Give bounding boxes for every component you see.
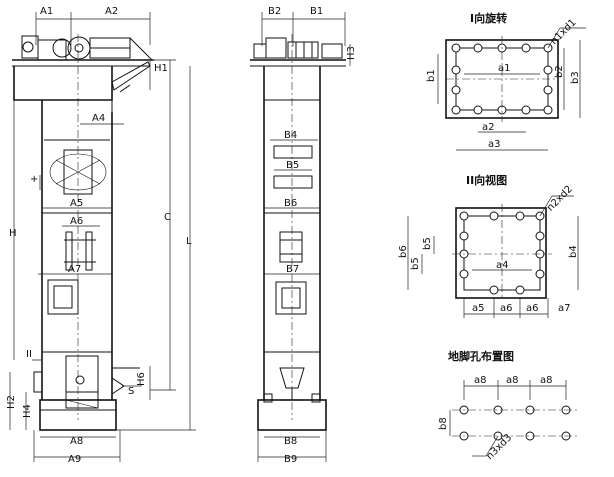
label-b4: B4 <box>284 130 297 141</box>
detail-1-b2: b2 <box>554 65 565 78</box>
svg-text:b5: b5 <box>410 257 421 270</box>
label-h6: H6 <box>136 372 147 386</box>
detail-2-n2xd2: n2xd2 <box>545 184 575 214</box>
detail-1-rotated-view: I向旋转 a1 n1xd1 b1 b2 b3 a2 a3 <box>426 11 586 151</box>
detail-3-b8: b8 <box>438 417 449 430</box>
label-c: C <box>164 212 171 223</box>
detail-3-anchor-hole-layout: 地脚孔布置图 a8 a8 a8 b8 n3xd3 <box>438 349 578 462</box>
label-b5: B5 <box>286 160 299 171</box>
detail-2-view: II向视图 a4 n2xd2 b4 b5 b5 b6 a5 a6 a6 a7 <box>398 173 579 318</box>
detail-1-title: I向旋转 <box>470 11 507 25</box>
svg-text:a8: a8 <box>506 375 519 386</box>
label-b2: B2 <box>268 6 281 17</box>
label-a1: A1 <box>40 6 53 17</box>
svg-text:+: + <box>30 174 38 185</box>
label-a5: A5 <box>70 198 83 209</box>
label-a6: A6 <box>70 216 83 227</box>
front-view: A1 A2 H1 A4 + A5 <box>6 6 196 465</box>
label-b1: B1 <box>310 6 323 17</box>
label-a2: A2 <box>105 6 118 17</box>
detail-2-b4: b4 <box>568 245 579 258</box>
label-a8: A8 <box>70 436 83 447</box>
detail-1-a1: a1 <box>498 63 511 74</box>
detail-1-a2: a2 <box>482 122 495 133</box>
detail-3-a8: a8 <box>474 375 487 386</box>
label-b6: B6 <box>284 198 297 209</box>
label-b7: B7 <box>286 264 299 275</box>
detail-1-b1: b1 <box>426 69 437 82</box>
side-view: B2 B1 H3 B4 B5 B6 B7 <box>250 6 357 465</box>
label-ii: II <box>26 349 32 360</box>
detail-3-title: 地脚孔布置图 <box>448 349 514 363</box>
label-h4: H4 <box>22 404 33 418</box>
svg-text:S: S <box>128 386 134 397</box>
label-a9: A9 <box>68 454 81 465</box>
detail-1-b3: b3 <box>570 71 581 84</box>
label-b8: B8 <box>284 436 297 447</box>
svg-text:a8: a8 <box>540 375 553 386</box>
label-h2: H2 <box>6 395 17 409</box>
label-a7: A7 <box>68 264 81 275</box>
detail-2-b6: b6 <box>398 245 409 258</box>
detail-2-title: II向视图 <box>466 173 507 187</box>
label-b9: B9 <box>284 454 297 465</box>
label-a4: A4 <box>92 113 105 124</box>
label-l: L <box>186 236 192 247</box>
detail-2-a7: a7 <box>558 303 571 314</box>
svg-text:a6: a6 <box>526 303 539 314</box>
label-h1: H1 <box>154 63 168 74</box>
detail-2-a5: a5 <box>472 303 485 314</box>
detail-2-b5: b5 <box>422 237 433 250</box>
detail-2-a6: a6 <box>500 303 513 314</box>
label-h3: H3 <box>346 46 357 60</box>
label-h: H <box>9 228 17 239</box>
detail-1-a3: a3 <box>488 139 501 150</box>
detail-2-a4: a4 <box>496 260 509 271</box>
detail-1-n1xd1: n1xd1 <box>549 17 579 47</box>
